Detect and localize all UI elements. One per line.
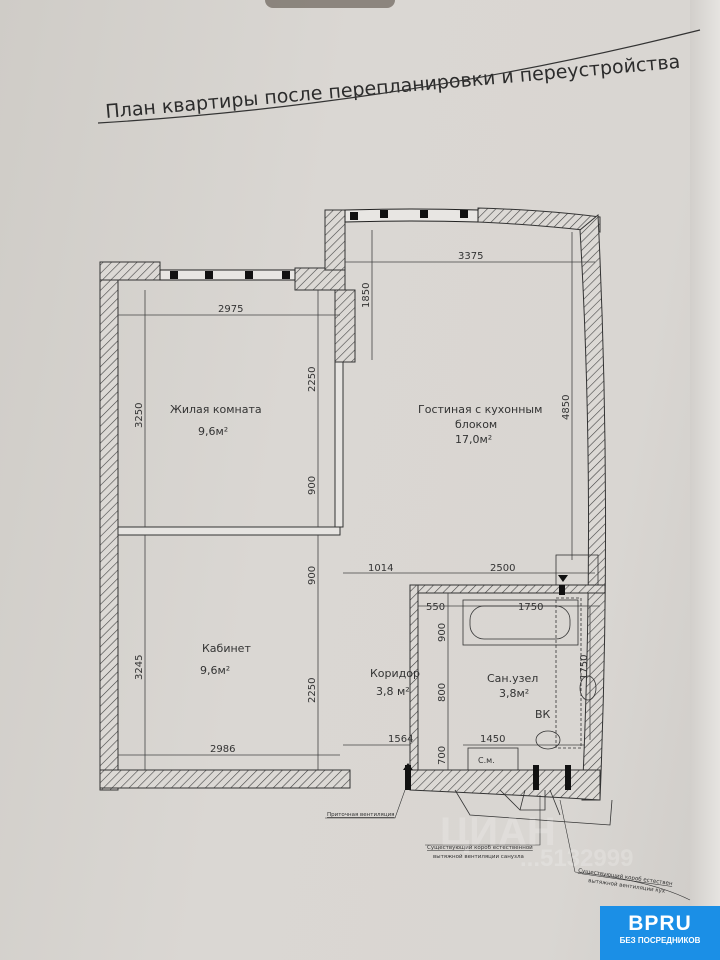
kitchen-vent-box <box>555 554 599 586</box>
vent-mark-3 <box>559 585 565 595</box>
bath-vent-label-2: вытяжной вентиляции санузла <box>433 853 524 860</box>
badge-logo: BPRU <box>628 912 692 935</box>
wall-right <box>579 213 607 801</box>
bathtub-inner <box>469 605 571 640</box>
sink <box>579 675 597 701</box>
room-corridor-name: Коридор <box>370 667 420 680</box>
supply-vent-label: Приточная вентиляция <box>327 812 395 818</box>
arrow-down-icon <box>558 575 568 582</box>
title-underline <box>97 29 701 124</box>
page-edge <box>690 0 720 960</box>
wall-column <box>324 209 346 271</box>
windows <box>159 208 479 281</box>
room-bathroom-name: Сан.узел <box>487 672 538 685</box>
bathroom-wall-left <box>409 584 419 771</box>
room-corridor-area: 3,8 м² <box>376 685 410 698</box>
wall-bottom-left <box>99 769 351 789</box>
dim-label: 800 <box>437 683 448 702</box>
toilet <box>535 730 561 750</box>
wall-left <box>99 261 119 791</box>
vent-mark-2 <box>565 765 571 790</box>
dim-label: 1014 <box>368 563 393 574</box>
wall-pier <box>334 289 356 363</box>
washer-label: С.м. <box>478 756 495 765</box>
dim-label: 900 <box>307 476 318 495</box>
dim-label: 2250 <box>307 678 318 703</box>
leader-lines <box>325 789 691 901</box>
dim-label: 2500 <box>490 563 515 574</box>
dim-label: 1850 <box>361 283 372 308</box>
dim-label: 700 <box>437 746 448 765</box>
bath-vent-label-1: Существующий короб естественной <box>427 844 533 851</box>
watermark-phone: ...5132999 <box>520 845 634 872</box>
dim-label: 900 <box>307 566 318 585</box>
wall-top-mid <box>294 267 346 291</box>
bathroom-fixtures <box>454 554 613 826</box>
arrow-up-icon <box>403 763 413 770</box>
dim-label: 3250 <box>134 403 145 428</box>
plan-title: План квартиры после перепланировки и пер… <box>105 51 682 123</box>
walls <box>99 207 607 801</box>
vk-label: ВК <box>535 708 551 721</box>
room-lounge-name-2: блоком <box>455 418 497 431</box>
wall-top-right <box>477 207 601 233</box>
dim-label: 900 <box>437 623 448 642</box>
room-lounge-area: 17,0м² <box>455 433 492 446</box>
dim-label: 2986 <box>210 744 235 755</box>
riser-box <box>555 597 582 749</box>
dimension-lines <box>118 230 600 770</box>
vent-mark-1 <box>533 765 539 790</box>
dim-label: 2250 <box>307 367 318 392</box>
binder-shadow <box>265 0 395 8</box>
dimension-labels: 2975 3375 1850 3250 2250 900 4850 1014 2… <box>134 251 590 765</box>
wall-top-left <box>99 261 161 281</box>
dim-label: 1450 <box>480 734 505 745</box>
dim-label: 3245 <box>134 655 145 680</box>
bpru-badge[interactable]: BPRU БЕЗ ПОСРЕДНИКОВ <box>600 906 720 960</box>
dim-label: 1750 <box>579 655 590 680</box>
watermark-brand: ЦИАН <box>440 810 556 854</box>
room-bathroom-area: 3,8м² <box>499 687 529 700</box>
partition-rooms <box>117 526 341 536</box>
dim-label: 2975 <box>218 304 243 315</box>
dim-label: 3375 <box>458 251 483 262</box>
dim-label: 1750 <box>518 602 543 613</box>
badge-subtitle: БЕЗ ПОСРЕДНИКОВ <box>619 936 701 945</box>
washing-machine <box>467 747 519 771</box>
room-study-name: Кабинет <box>202 642 251 655</box>
room-lounge-name: Гостиная с кухонным <box>418 403 542 416</box>
supply-vent-mark <box>405 765 411 790</box>
room-living-area: 9,6м² <box>198 425 228 438</box>
dim-label: 550 <box>426 602 445 613</box>
room-living-name: Жилая комната <box>170 403 262 416</box>
dim-label: 1564 <box>388 734 413 745</box>
room-study-area: 9,6м² <box>200 664 230 677</box>
dim-label: 4850 <box>561 395 572 420</box>
partition-vertical <box>334 361 344 528</box>
bathtub <box>462 599 579 646</box>
wall-bottom-right <box>409 769 601 801</box>
bathroom-wall-top <box>409 584 606 594</box>
